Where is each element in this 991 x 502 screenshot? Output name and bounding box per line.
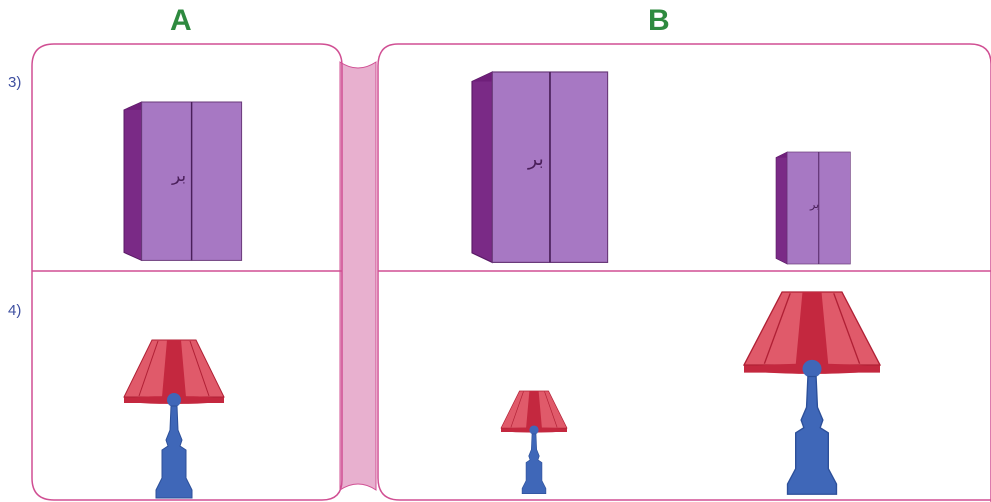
lamp-b-large (743, 291, 881, 495)
wardrobe-a-door-text: ﺑﺮ (172, 166, 187, 186)
row-3-number: 3) (8, 74, 22, 91)
wardrobe-b-large-door-text: ﺑﺮ (528, 148, 544, 170)
row-4-number: 4) (8, 302, 22, 319)
lamp-a (123, 339, 225, 499)
lamp-b-small (500, 390, 568, 495)
frame-b (377, 43, 991, 502)
column-a-heading: A (170, 4, 192, 37)
wardrobe-b-small-door-text: ﺑﺮ (810, 198, 820, 211)
column-b-heading: B (648, 4, 670, 37)
center-divider-bar (339, 61, 377, 491)
frame-a (31, 43, 343, 501)
